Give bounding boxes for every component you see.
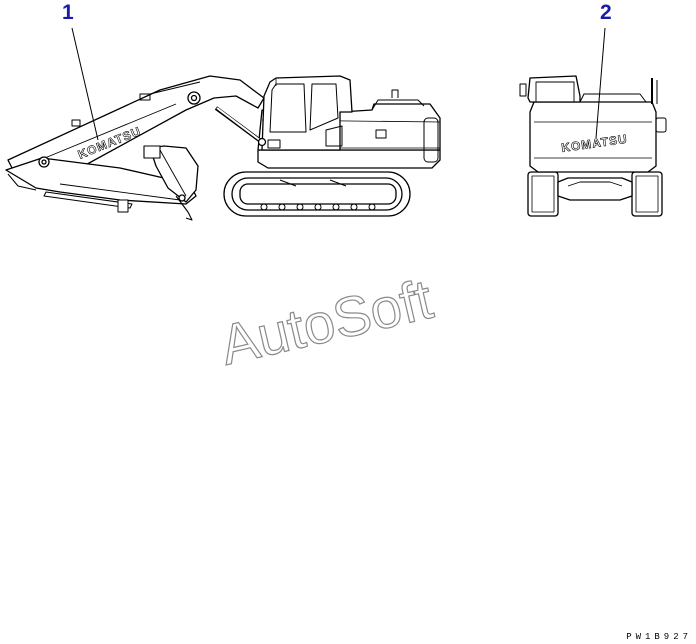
arm xyxy=(5,156,197,205)
leader-line-1 xyxy=(71,27,99,141)
excavator-rear-view: KOMATSU xyxy=(519,75,667,217)
boom-cylinder xyxy=(214,106,267,147)
arm-cylinder xyxy=(43,191,133,209)
watermark: AutoSoft xyxy=(215,267,439,377)
left-track-rear xyxy=(527,171,559,217)
leader-line-2 xyxy=(595,27,606,139)
operator-cab xyxy=(261,75,353,151)
right-track-rear xyxy=(631,171,663,217)
figure-code: PW1B927 xyxy=(626,632,692,642)
crawler-track xyxy=(223,171,411,217)
callout-number-2: 2 xyxy=(600,1,612,24)
callout-number-1: 1 xyxy=(62,1,74,24)
excavator-side-view: KOMATSU xyxy=(5,75,441,221)
upper-frame xyxy=(257,149,441,169)
cab-rear xyxy=(519,75,581,103)
counterweight xyxy=(529,78,667,173)
bucket xyxy=(143,145,199,221)
